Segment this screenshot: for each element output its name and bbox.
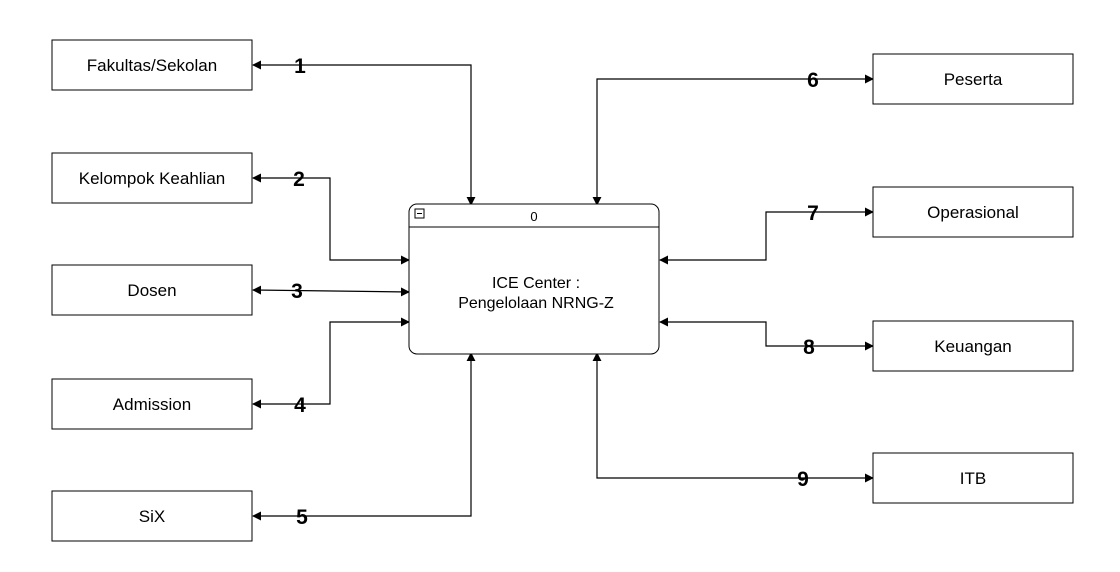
entity-label: Keuangan: [934, 337, 1012, 356]
flow-label-2: 2: [293, 168, 305, 191]
flow-line-1: [252, 60, 476, 206]
process-title-line-1: ICE Center :: [492, 275, 580, 292]
flow-label-9: 9: [797, 468, 809, 491]
entity-label: Operasional: [927, 203, 1019, 222]
entity-operasional[interactable]: Operasional: [872, 186, 1074, 238]
entity-keuangan[interactable]: Keuangan: [872, 320, 1074, 372]
process-node[interactable]: 0 ICE Center : Pengelolaan NRNG-Z: [408, 203, 660, 355]
flow-line-2: [252, 173, 410, 265]
entity-fakultas-sekolan[interactable]: Fakultas/Sekolan: [51, 39, 253, 91]
flow-lines: [252, 60, 874, 521]
flow-line-7: [659, 207, 874, 265]
flow-label-8: 8: [803, 336, 815, 359]
flow-label-7: 7: [807, 202, 819, 225]
entity-itb[interactable]: ITB: [872, 452, 1074, 504]
entity-label: Kelompok Keahlian: [79, 169, 225, 188]
entity-kelompok-keahlian[interactable]: Kelompok Keahlian: [51, 152, 253, 204]
flow-line-5: [252, 352, 476, 521]
entity-label: ITB: [960, 469, 986, 488]
entity-label: Peserta: [944, 70, 1003, 89]
process-id: 0: [530, 209, 537, 224]
flow-label-5: 5: [296, 506, 308, 529]
entity-six[interactable]: SiX: [51, 490, 253, 542]
process-title-line-2: Pengelolaan NRNG-Z: [458, 295, 614, 312]
entity-dosen[interactable]: Dosen: [51, 264, 253, 316]
entity-label: Dosen: [127, 281, 176, 300]
entity-label: Admission: [113, 395, 191, 414]
flow-line-6: [592, 74, 874, 206]
entity-label: SiX: [139, 507, 165, 526]
flow-label-3: 3: [291, 280, 303, 303]
flow-line-3: [252, 285, 410, 297]
entity-peserta[interactable]: Peserta: [872, 53, 1074, 105]
entity-label: Fakultas/Sekolan: [87, 56, 217, 75]
collapse-icon[interactable]: [414, 208, 425, 219]
entity-admission[interactable]: Admission: [51, 378, 253, 430]
flow-line-8: [659, 317, 874, 351]
flow-label-4: 4: [294, 394, 306, 417]
flow-labels: 1 2 3 4 5 6 7 8 9: [291, 55, 819, 529]
process-box: [408, 203, 660, 355]
flow-line-9: [592, 352, 874, 483]
flow-label-1: 1: [294, 55, 306, 78]
flow-label-6: 6: [807, 69, 819, 92]
flow-line-4: [252, 317, 410, 409]
